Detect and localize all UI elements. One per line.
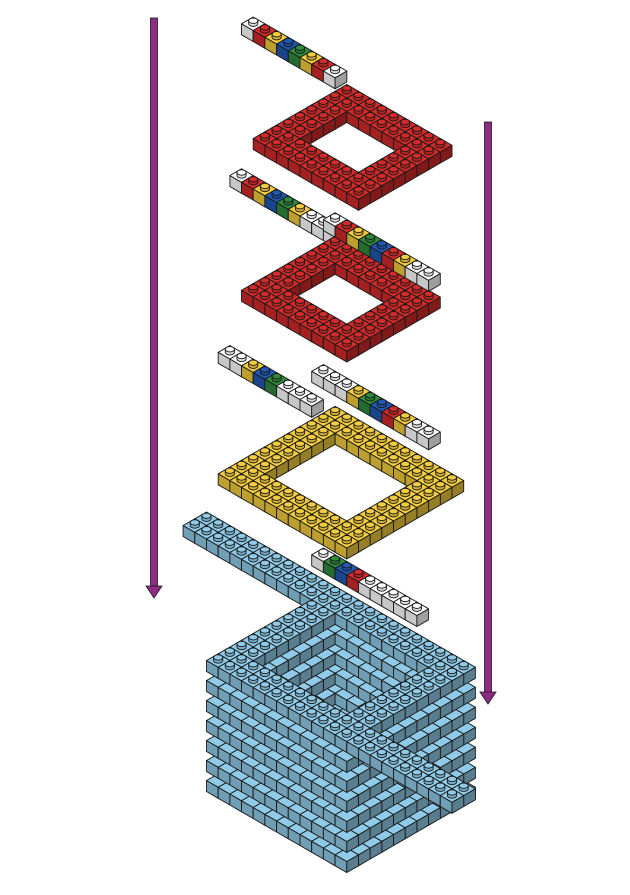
yellow-layer — [217, 345, 465, 627]
left-placement-arrow — [145, 17, 163, 599]
right-placement-arrow — [479, 121, 497, 705]
placement-arrows — [145, 17, 497, 705]
base-assembly — [182, 511, 476, 873]
top-red-layer — [241, 16, 453, 292]
